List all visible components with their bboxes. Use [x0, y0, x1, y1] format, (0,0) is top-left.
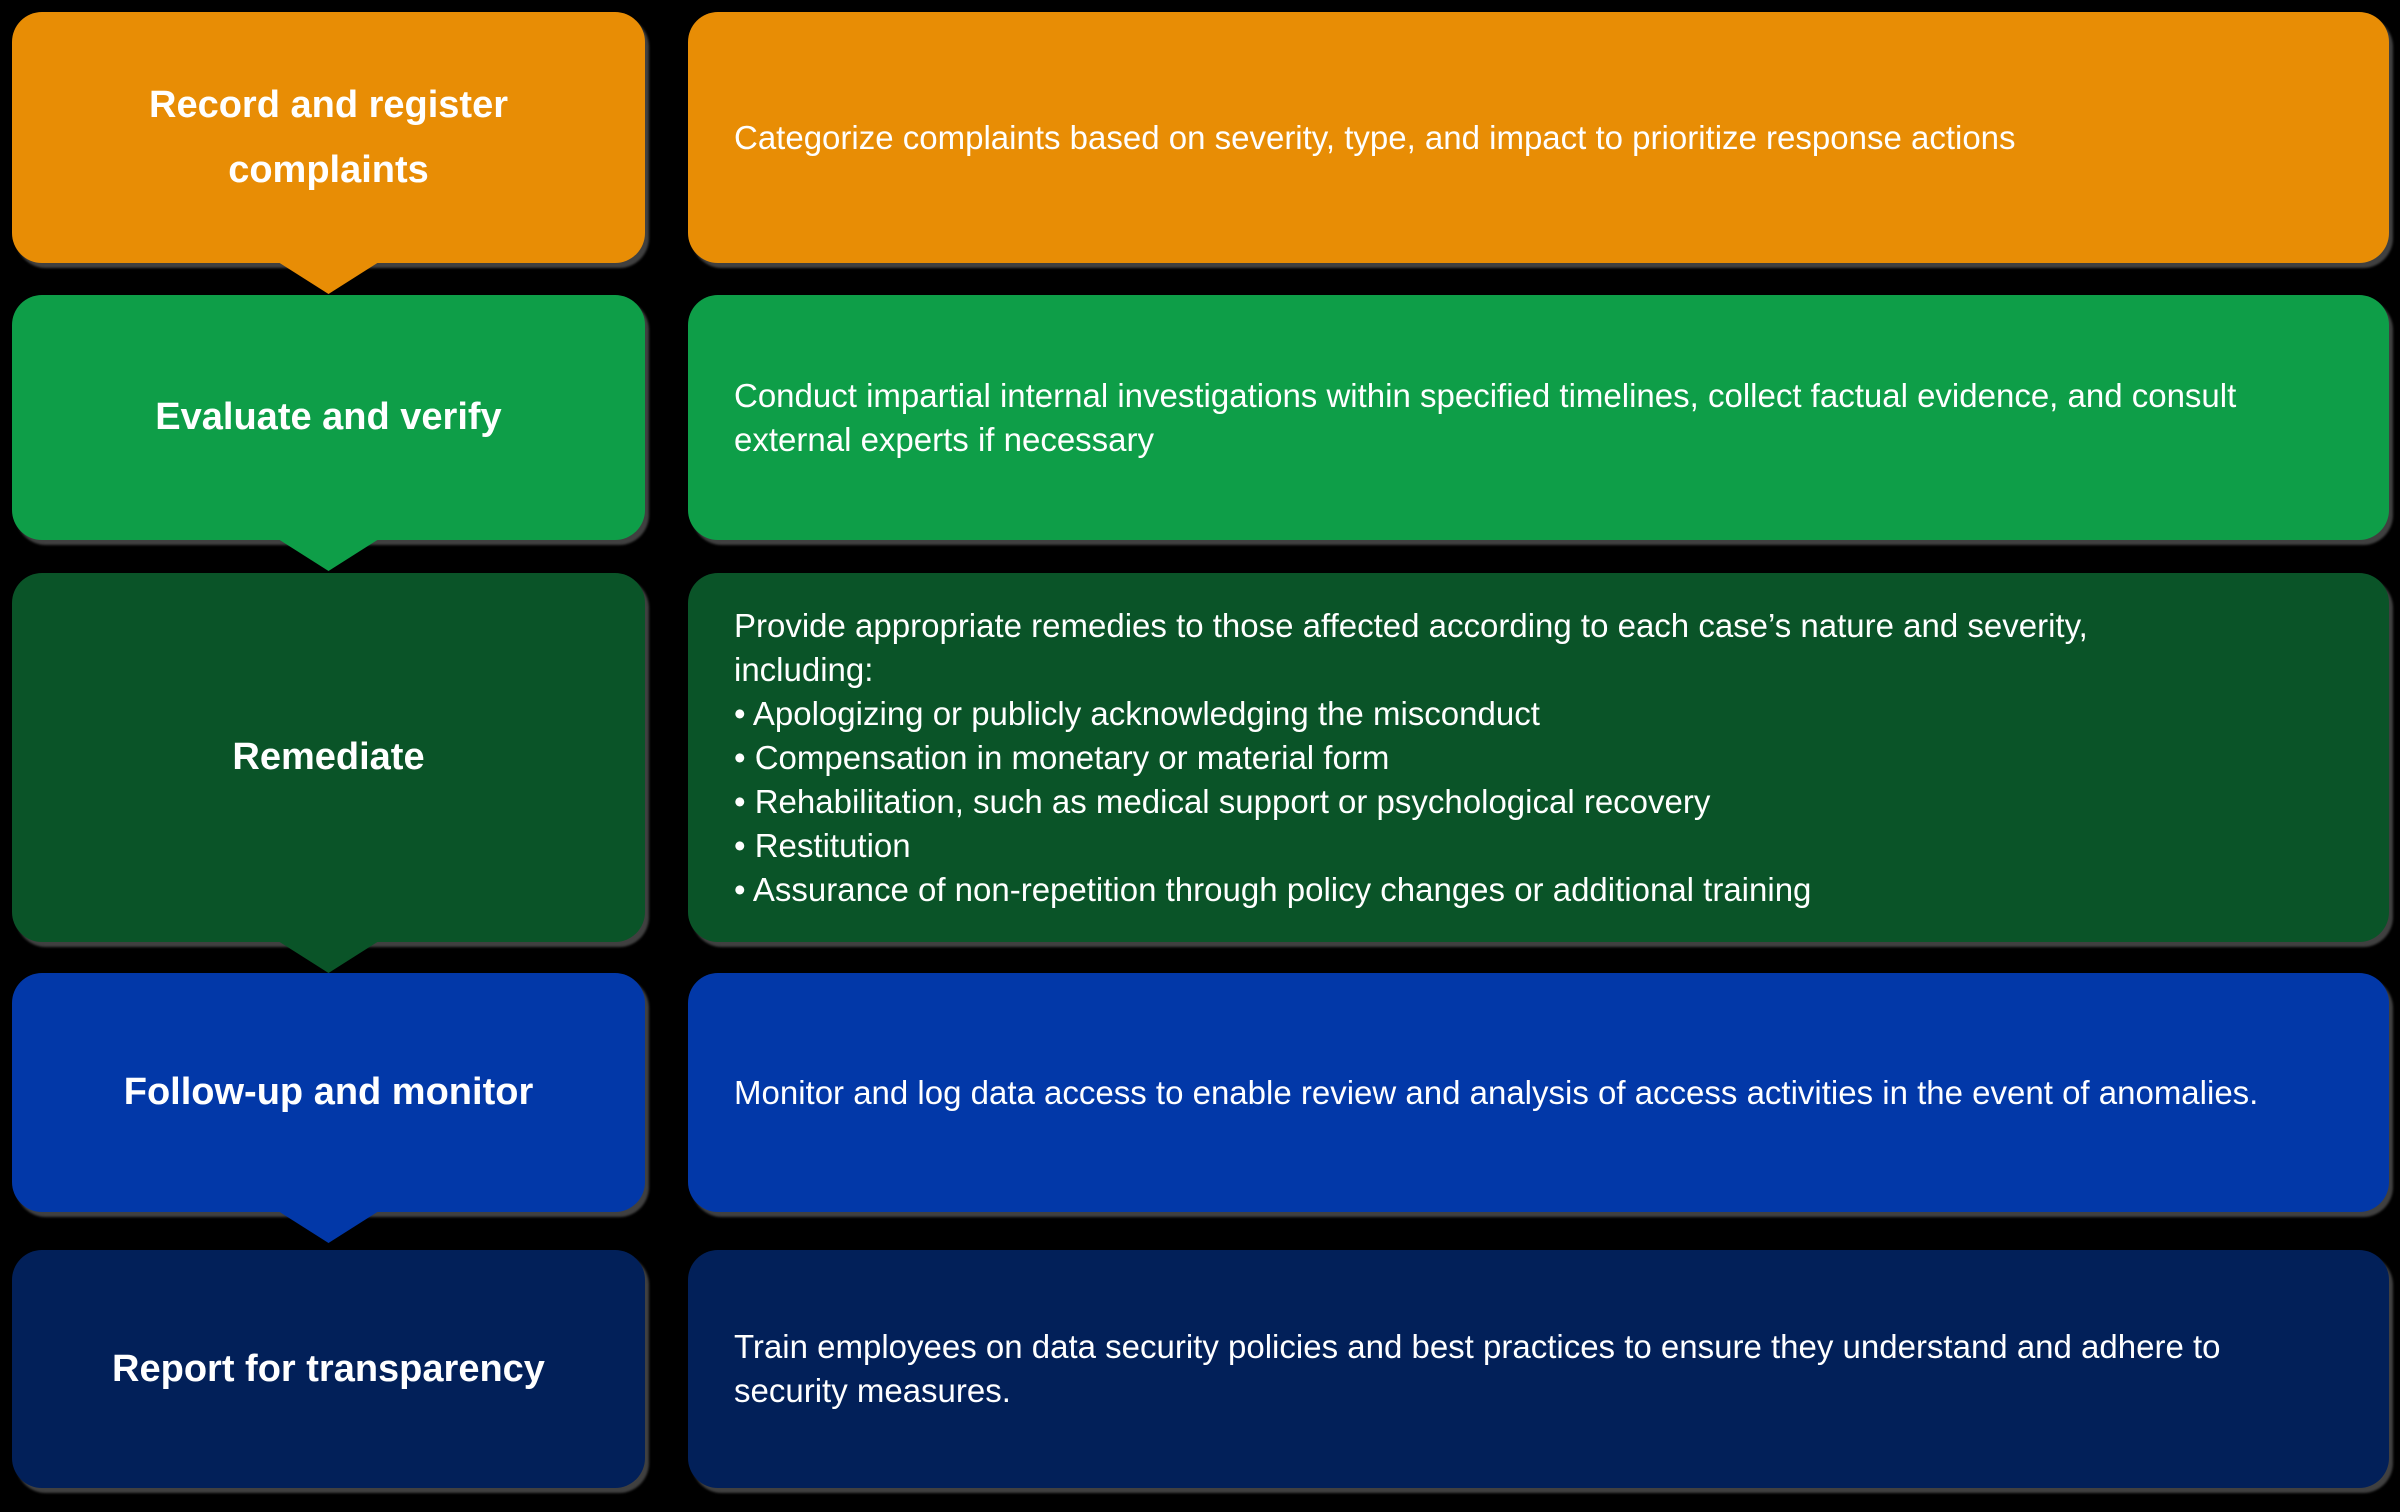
step-5-label-box: Report for transparency	[12, 1250, 645, 1488]
step-1-label: Record and register complaints	[149, 83, 508, 191]
step-1-description-box: Categorize complaints based on severity,…	[688, 12, 2389, 263]
step-3-label: Remediate	[232, 736, 425, 779]
step-2-description-box: Conduct impartial internal investigation…	[688, 295, 2389, 540]
step-5-label: Report for transparency	[112, 1347, 545, 1390]
step-row: Record and register complaints Categoriz…	[12, 12, 2389, 294]
down-arrow-icon	[276, 940, 381, 973]
step-4-label-box: Follow-up and monitor	[12, 973, 645, 1243]
down-arrow-icon	[276, 261, 381, 294]
step-row: Follow-up and monitor Monitor and log da…	[12, 973, 2389, 1243]
step-3-description: Provide appropriate remedies to those af…	[734, 606, 2088, 908]
step-2-label-box: Evaluate and verify	[12, 295, 645, 571]
down-arrow-icon	[276, 538, 381, 571]
step-3-label-box: Remediate	[12, 573, 645, 973]
step-2-label: Evaluate and verify	[155, 396, 502, 439]
step-row: Remediate Provide appropriate remedies t…	[12, 573, 2389, 973]
step-5-description: Train employees on data security policie…	[734, 1328, 2221, 1409]
down-arrow-icon	[276, 1210, 381, 1243]
step-2-description: Conduct impartial internal investigation…	[734, 376, 2237, 458]
step-4-description-box: Monitor and log data access to enable re…	[688, 973, 2389, 1212]
step-1-description: Categorize complaints based on severity,…	[734, 118, 2016, 156]
step-4-label: Follow-up and monitor	[123, 1071, 534, 1114]
step-4-description: Monitor and log data access to enable re…	[734, 1073, 2259, 1111]
step-3-description-box: Provide appropriate remedies to those af…	[688, 573, 2389, 942]
step-row: Report for transparency Train employees …	[12, 1250, 2389, 1488]
step-row: Evaluate and verify Conduct impartial in…	[12, 295, 2389, 571]
step-5-description-box: Train employees on data security policie…	[688, 1250, 2389, 1488]
step-1-label-box: Record and register complaints	[12, 12, 645, 294]
